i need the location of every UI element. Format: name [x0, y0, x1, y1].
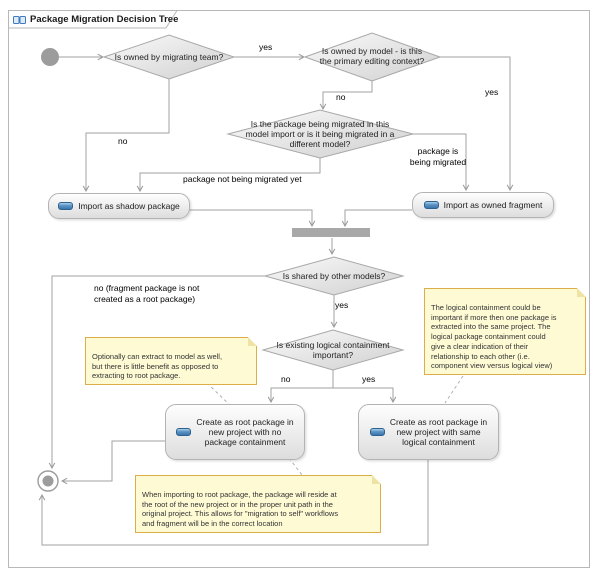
edge-team-no — [86, 79, 170, 191]
edge-not-migrated — [140, 158, 321, 191]
initial-node[interactable] — [41, 48, 59, 66]
edge-label-team-no: no — [118, 136, 128, 146]
note-anchor-optionally — [206, 382, 237, 412]
frame-title: Package Migration Decision Tree — [13, 13, 178, 26]
action-create-root-no-containment[interactable]: Create as root package in new project wi… — [165, 404, 305, 460]
edge-owned-to-merge — [345, 209, 412, 226]
frame-title-tab — [8, 10, 178, 29]
package-icon — [423, 201, 439, 209]
note-optionally-extract[interactable]: Optionally can extract to model as well,… — [85, 337, 257, 385]
decision-logical-containment[interactable] — [261, 329, 405, 371]
action-import-owned-fragment[interactable]: Import as owned fragment — [412, 192, 554, 218]
action-label: Import as shadow package — [78, 200, 180, 211]
edge-model-no — [323, 81, 373, 109]
note-text: The logical containment could be importa… — [431, 302, 557, 371]
decision-owned-by-model[interactable] — [303, 32, 442, 82]
edge-label-shared-yes: yes — [335, 300, 349, 310]
action-create-root-same-containment[interactable]: Create as root package in new project wi… — [358, 404, 499, 460]
edge-label-containment-yes: yes — [362, 374, 376, 384]
edge-label-model-yes: yes — [485, 87, 499, 97]
note-logical-containment[interactable]: The logical containment could be importa… — [424, 288, 586, 375]
final-node[interactable] — [37, 470, 59, 492]
package-icon — [176, 428, 192, 436]
package-icon — [369, 428, 385, 436]
note-anchor-logical — [444, 375, 464, 404]
page-title: Package Migration Decision Tree — [30, 14, 179, 25]
connectors — [42, 56, 510, 546]
action-label: Create as root package in new project wi… — [196, 416, 294, 448]
action-import-shadow-package[interactable]: Import as shadow package — [48, 193, 190, 219]
edge-label-not-migrated: package not being migrated yet — [183, 174, 302, 184]
decision-shared-by-models-label: Is shared by other models? — [282, 270, 386, 281]
note-text: Optionally can extract to model as well,… — [92, 351, 223, 381]
note-anchors — [206, 375, 464, 476]
action-label: Import as owned fragment — [443, 199, 543, 210]
edge-shadow-to-merge — [188, 209, 312, 226]
decision-migrated-in-import-label: Is the package being migrated in this mo… — [245, 118, 395, 150]
edge-create-no-to-final — [62, 440, 165, 481]
decision-owned-by-team-label: Is owned by migrating team? — [114, 51, 224, 62]
edge-label-model-no: no — [336, 92, 346, 102]
edge-containment-yes — [333, 387, 393, 402]
edge-label-shared-no: no (fragment package is not created as a… — [94, 283, 200, 304]
action-label: Create as root package in new project wi… — [389, 416, 488, 448]
decision-shared-by-models[interactable] — [263, 256, 405, 296]
note-anchor-importing — [288, 457, 303, 476]
activity-diagram-icon — [13, 16, 26, 24]
edge-being-migrated — [413, 133, 466, 190]
note-importing-root[interactable]: When importing to root package, the pack… — [135, 475, 381, 533]
decision-migrated-in-import[interactable] — [226, 109, 414, 159]
decision-owned-by-model-label: Is owned by model - is this the primary … — [319, 45, 425, 66]
edge-label-team-yes: yes — [259, 42, 273, 52]
edge-model-yes — [440, 56, 510, 190]
diagram-frame — [8, 10, 590, 568]
edge-label-being-migrated: package is being migrated — [409, 146, 467, 167]
decision-owned-by-team[interactable] — [102, 34, 236, 80]
package-icon — [58, 202, 74, 210]
edge-label-containment-no: no — [281, 374, 291, 384]
decision-logical-containment-label: Is existing logical containment importan… — [276, 339, 390, 360]
edge-create-same-to-final — [42, 458, 429, 546]
merge-bar[interactable] — [292, 228, 370, 237]
note-text: When importing to root package, the pack… — [142, 489, 339, 528]
edge-shared-no — [52, 275, 265, 468]
edge-containment-no — [271, 370, 334, 402]
